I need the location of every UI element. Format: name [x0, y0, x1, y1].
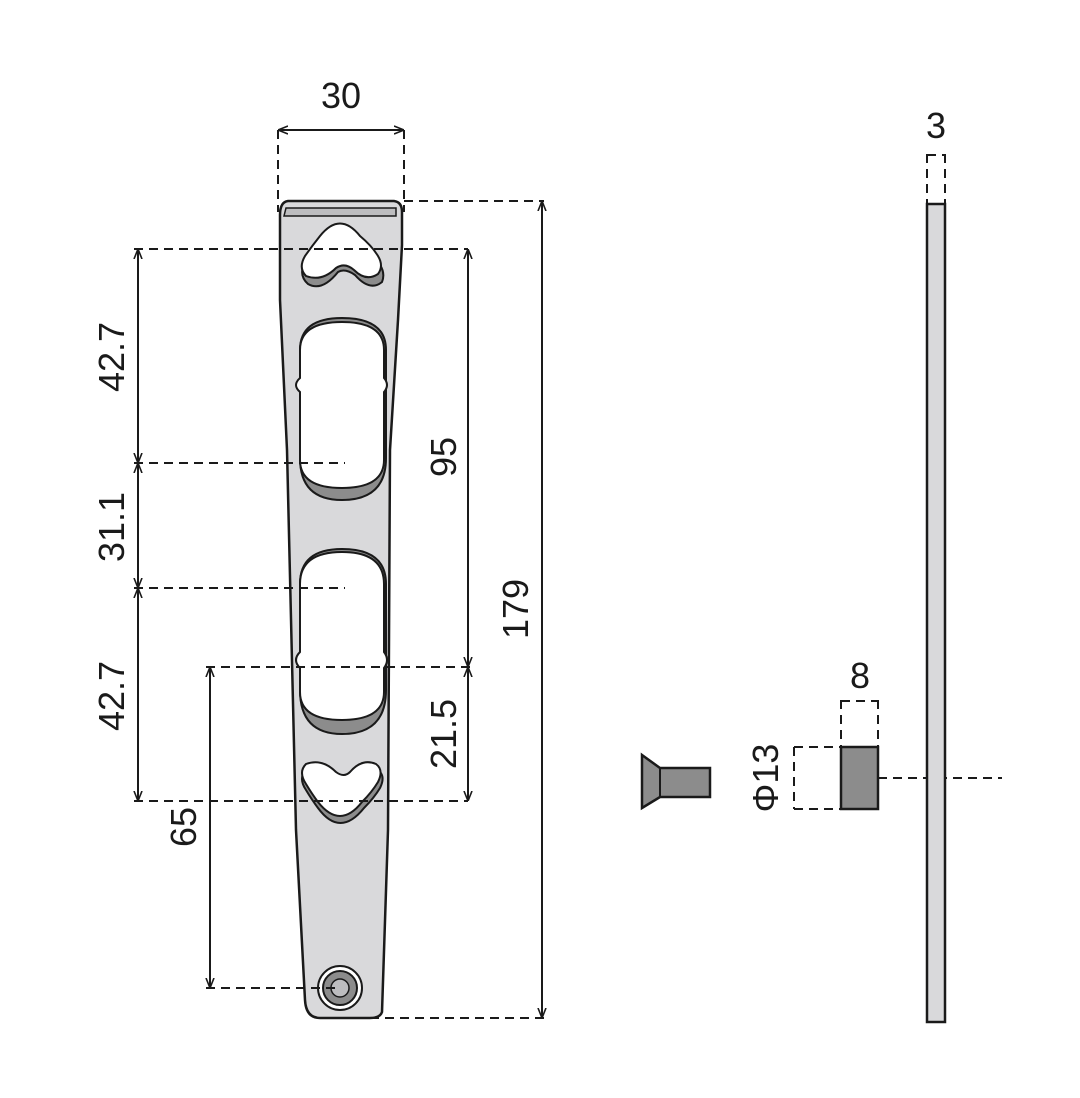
mounting-plate-front-view [278, 199, 404, 1020]
upper-slot [295, 316, 388, 502]
dimension-upper-slot-label: 42.7 [91, 322, 132, 392]
dimension-pivot-offset-label: 21.5 [423, 699, 464, 769]
dimension-pivot-distance-label: 65 [163, 807, 204, 847]
plate-side [925, 202, 947, 1024]
dimension-pivot-distance: 65 [163, 666, 470, 989]
dimension-magnet-diameter-label: Φ13 [745, 744, 786, 813]
pivot-screw [317, 965, 363, 1011]
dimension-keyhole-distance-label: 95 [423, 437, 464, 477]
mounting-plate-side-view: 3 [925, 105, 947, 1024]
dimension-slot-gap-label: 31.1 [91, 492, 132, 562]
magnet: 8 Φ13 [745, 655, 880, 813]
magnet-body [839, 745, 880, 811]
dimension-keyhole-distance: 95 [423, 250, 468, 666]
dimension-width-label: 30 [321, 75, 361, 116]
dimension-width: 30 [277, 75, 405, 212]
plate-top-edge [283, 207, 397, 217]
dimension-magnet-depth-label: 8 [850, 655, 870, 696]
dimension-overall-length-label: 179 [495, 579, 536, 639]
dimension-thickness-label: 3 [926, 105, 946, 146]
dimension-pivot-offset: 21.5 [423, 668, 468, 800]
lower-slot [295, 547, 388, 736]
bottom-keyhole [301, 761, 384, 824]
dimension-lower-slot-label: 42.7 [91, 661, 132, 731]
dimension-left-chain: 42.7 31.1 42.7 [91, 248, 468, 802]
top-keyhole [300, 222, 385, 288]
dimension-overall-length: 179 [370, 200, 544, 1019]
countersunk-screw [640, 752, 712, 811]
